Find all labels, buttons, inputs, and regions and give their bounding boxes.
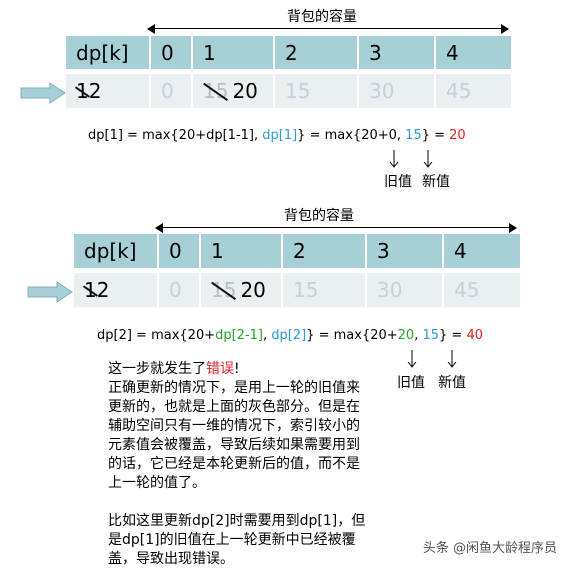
new-value: 20: [240, 278, 266, 302]
value-cell-item: 1 2: [66, 74, 151, 108]
row-pointer-arrow-1: [20, 82, 66, 104]
table-value-row: 1 2 0 15 20 15 30 45: [66, 74, 511, 108]
value-cell-3: 30: [359, 74, 436, 108]
capacity-label-1: 背包的容量: [287, 9, 357, 25]
row-pointer-arrow-2: [27, 281, 73, 303]
dp-table-2: dp[k] 0 1 2 3 4 1 2 0 15 20 15 30 45: [74, 234, 520, 307]
formula-1: dp[1] = max{20+dp[1-1], dp[1]} = max{20+…: [88, 128, 466, 143]
down-arrow-old-1: [389, 150, 399, 168]
dp-table-1: dp[k] 0 1 2 3 4 1 2 0 15 20 15 30 45: [66, 36, 511, 108]
explanation-paragraph-2: 比如这里更新dp[2]时需要用到dp[1]，但是dp[1]的旧值在上一轮更新中已…: [108, 513, 366, 567]
header-cell-dpk: dp[k]: [66, 36, 151, 69]
new-item-index: 2: [88, 79, 102, 103]
value-cell-item: 1 2: [74, 273, 159, 307]
header-cell-0: 0: [159, 234, 201, 268]
capacity-label-2: 背包的容量: [284, 208, 354, 224]
table-header-row: dp[k] 0 1 2 3 4: [66, 36, 511, 69]
new-value-label-2: 新值: [438, 375, 466, 391]
header-cell-dpk: dp[k]: [74, 234, 159, 268]
old-value: 15: [203, 79, 229, 103]
explanation-paragraph-1: 正确更新的情况下，是用上一轮的旧值来更新的，也就是上面的灰色部分。但是在辅助空间…: [108, 380, 360, 491]
value-cell-2: 15: [283, 273, 367, 307]
new-item-index: 2: [96, 278, 110, 302]
value-cell-1: 15 20: [201, 273, 283, 307]
capacity-span-arrow-1: [147, 24, 509, 34]
header-cell-1: 1: [201, 234, 283, 268]
header-cell-2: 2: [275, 36, 359, 69]
value-cell-4: 45: [444, 273, 520, 307]
old-item-index: 1: [84, 278, 97, 302]
old-item-index: 1: [76, 79, 89, 103]
formula-2: dp[2] = max{20+dp[2-1], dp[2]} = max{20+…: [97, 328, 483, 343]
value-cell-0: 0: [159, 273, 201, 307]
new-value: 20: [232, 79, 258, 103]
value-cell-2: 15: [275, 74, 359, 108]
value-cell-4: 45: [436, 74, 511, 108]
old-value-label-1: 旧值: [384, 174, 412, 190]
header-cell-3: 3: [367, 234, 444, 268]
header-cell-4: 4: [436, 36, 511, 69]
header-cell-4: 4: [444, 234, 520, 268]
watermark: 头条 @闲鱼大龄程序员: [422, 541, 557, 556]
new-value-label-1: 新值: [422, 174, 450, 190]
value-cell-3: 30: [367, 273, 444, 307]
value-cell-0: 0: [151, 74, 193, 108]
table-header-row: dp[k] 0 1 2 3 4: [74, 234, 520, 268]
error-heading: 这一步就发生了错误!: [108, 361, 240, 377]
explanation-text: 这一步就发生了错误! 正确更新的情况下，是用上一轮的旧值来更新的，也就是上面的灰…: [108, 360, 370, 569]
header-cell-1: 1: [193, 36, 275, 69]
capacity-span-arrow-2: [155, 223, 517, 233]
value-cell-1: 15 20: [193, 74, 275, 108]
header-cell-2: 2: [283, 234, 367, 268]
old-value: 15: [211, 278, 237, 302]
down-arrow-new-1: [423, 150, 433, 168]
down-arrow-old-2: [407, 350, 417, 368]
header-cell-0: 0: [151, 36, 193, 69]
old-value-label-2: 旧值: [397, 375, 425, 391]
header-cell-3: 3: [359, 36, 436, 69]
down-arrow-new-2: [447, 350, 457, 368]
table-value-row: 1 2 0 15 20 15 30 45: [74, 273, 520, 307]
